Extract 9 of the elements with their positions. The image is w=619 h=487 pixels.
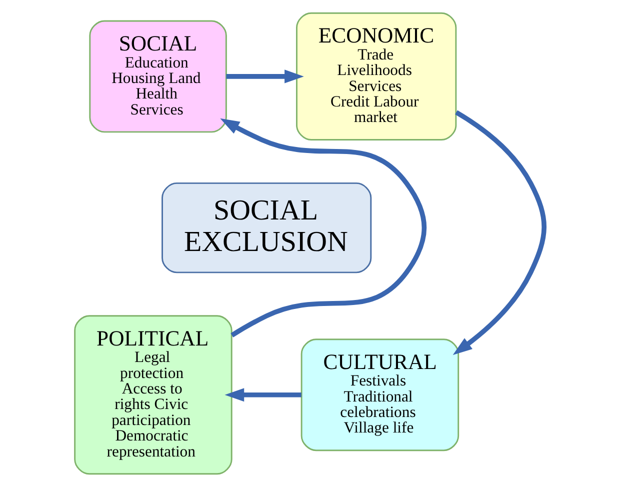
arrow — [226, 70, 304, 84]
node-box: SOCIAL Education Housing Land Health Services — [89, 20, 227, 133]
node-box: CULTURAL Festivals Traditional celebrations Village life — [300, 338, 460, 452]
arrow — [224, 388, 302, 402]
arrow — [220, 118, 427, 338]
node-box: POLITICAL Legal protection Access to rights Civic participation Democratic representation — [74, 315, 232, 475]
arrow — [452, 110, 546, 355]
node-box: SOCIAL EXCLUSION — [162, 182, 372, 274]
node-box: ECONOMIC Trade Livelihoods Services Credit Labour market — [296, 12, 457, 140]
